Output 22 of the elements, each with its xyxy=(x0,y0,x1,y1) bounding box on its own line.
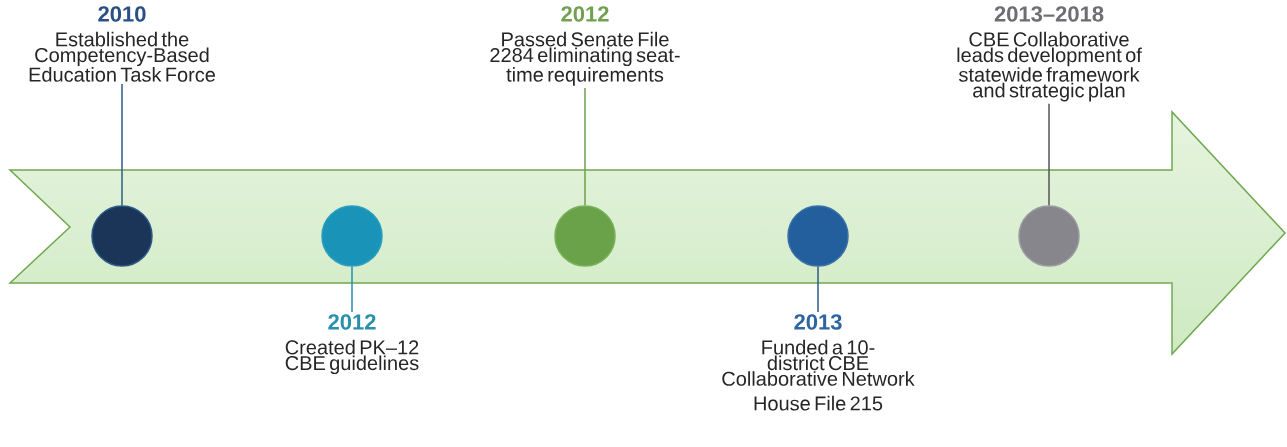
milestone-dot xyxy=(1018,205,1080,267)
year-label: 2010 xyxy=(98,6,146,22)
year-label: 2012 xyxy=(561,6,609,22)
leader-line xyxy=(817,266,819,313)
year-label: 2012 xyxy=(328,314,376,330)
milestone-dot xyxy=(321,205,383,267)
leader-line xyxy=(1048,102,1050,206)
year-label: 2013–2018 xyxy=(994,6,1104,22)
leader-line xyxy=(121,83,123,206)
year-label: 2013 xyxy=(794,314,842,330)
milestone-description: Established the Competency-Based Education Task Force xyxy=(29,31,215,82)
milestone-description: Passed Senate File 2284 eliminating seat- time requirements xyxy=(490,31,680,86)
timeline-arrow xyxy=(8,110,1287,356)
leader-line xyxy=(351,266,353,313)
milestone-dot xyxy=(787,205,849,267)
milestone-description: CBE Collaborative leads development of statewide framework and strategic plan xyxy=(957,31,1142,102)
milestone-description: House File 215 xyxy=(754,395,883,411)
milestone-description: Funded a 10-district CBE Collaborative Network xyxy=(722,339,915,386)
milestone-description: Created PK–12 CBE guidelines xyxy=(285,339,419,375)
milestone-dot xyxy=(554,205,616,267)
milestone-dot xyxy=(91,205,153,267)
leader-line xyxy=(584,87,586,206)
